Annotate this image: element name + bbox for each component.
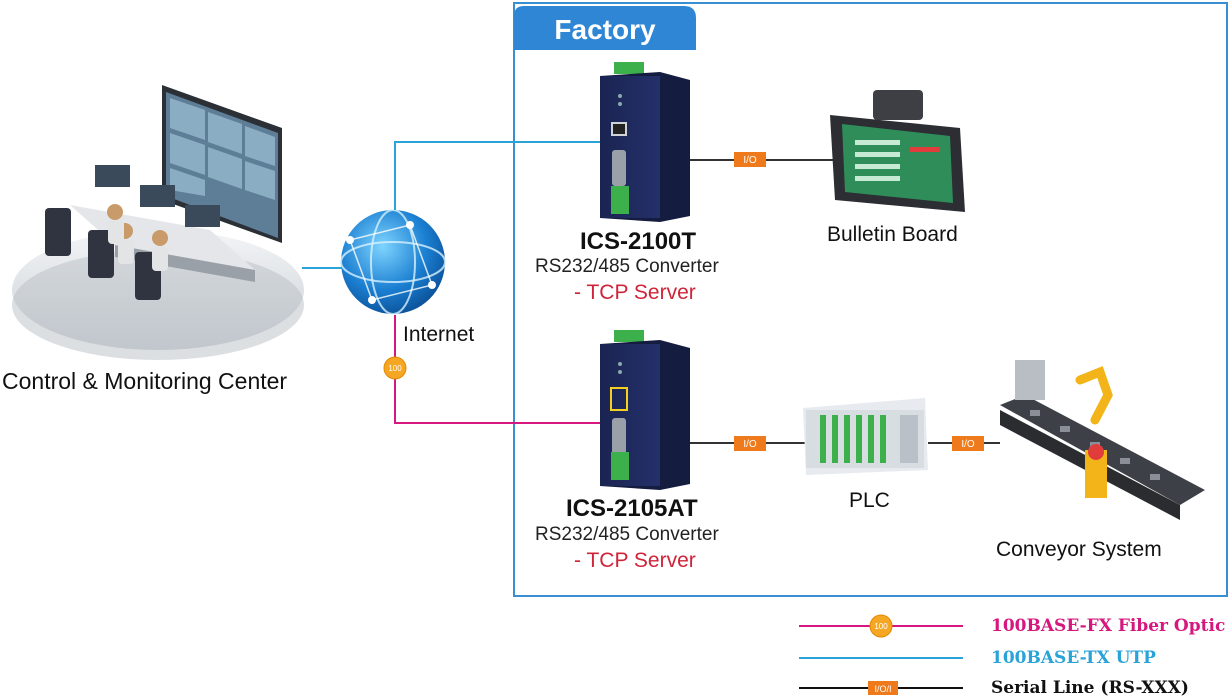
legend-utp-label: 100BASE-TX UTP	[991, 648, 1156, 668]
io-tag-text: I/O	[743, 439, 757, 450]
legend-fiber-badge-text: 100	[874, 622, 888, 631]
ics-2100t-role: - TCP Server	[574, 281, 696, 304]
control-center-label: Control & Monitoring Center	[2, 368, 288, 394]
conveyor-system-icon	[1000, 360, 1205, 520]
ics-2100t-device	[600, 62, 690, 222]
legend-lines: 100 I/O/I	[799, 614, 963, 695]
factory-tab	[514, 6, 696, 50]
internet-label: Internet	[403, 323, 475, 346]
conveyor-label: Conveyor System	[996, 538, 1162, 561]
legend-fiber-label: 100BASE-FX Fiber Optic	[991, 616, 1226, 636]
io-tag-text: I/O	[743, 155, 757, 166]
legend-fiber-badge-icon	[869, 614, 893, 638]
ics-2105at-desc: RS232/485 Converter	[535, 524, 719, 545]
ics-2105at-device	[600, 330, 690, 490]
internet-globe-icon	[340, 209, 446, 315]
utp-line-globe-ics2100t	[394, 141, 600, 210]
legend-serial-tag-text: I/O/I	[874, 684, 891, 694]
bulletin-board-icon	[830, 90, 965, 212]
legend: 100 I/O/I 100BASE-FX Fiber Optic 100BASE…	[795, 608, 1231, 700]
fiber-badge-icon: 100	[383, 356, 407, 380]
io-tag-plc: I/O	[734, 436, 766, 451]
control-center-illustration	[12, 85, 304, 360]
legend-serial-label: Serial Line (RS-XXX)	[991, 678, 1189, 698]
io-tag-text: I/O	[961, 439, 975, 450]
ics-2100t-model: ICS-2100T	[580, 228, 697, 255]
factory-frame	[513, 2, 1228, 597]
factory-title: Factory	[554, 14, 656, 45]
fiber-badge-text: 100	[388, 364, 402, 373]
plc-label: PLC	[849, 489, 890, 512]
fiber-line-globe-ics2105at	[394, 315, 600, 424]
io-tag-conveyor: I/O	[952, 436, 984, 451]
legend-serial-tag-icon	[868, 681, 898, 695]
io-tag-bulletin: I/O	[734, 152, 766, 167]
ics-2105at-role: - TCP Server	[574, 549, 696, 572]
plc-icon	[803, 398, 928, 475]
ics-2100t-desc: RS232/485 Converter	[535, 256, 719, 277]
bulletin-board-label: Bulletin Board	[827, 223, 958, 246]
ics-2105at-model: ICS-2105AT	[566, 495, 698, 522]
